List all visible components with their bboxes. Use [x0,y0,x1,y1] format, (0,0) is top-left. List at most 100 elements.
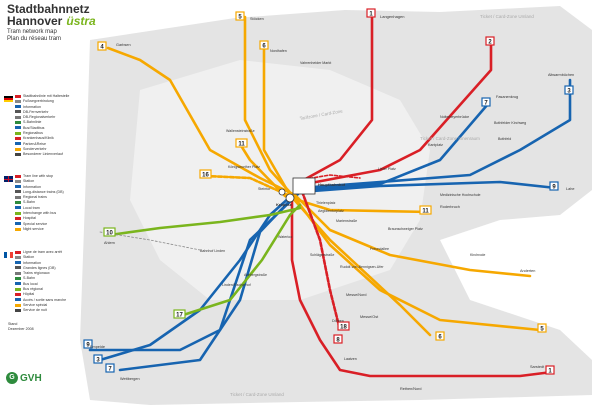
line-badge-17[interactable]: 17 [173,309,186,319]
line-badge-18[interactable]: 18 [337,321,350,331]
legend-label: S-Bahnlinie [23,120,42,125]
route-line-2[interactable] [298,41,493,187]
route-line-9[interactable] [88,180,558,352]
terminal-messe-nord[interactable]: Messe/Nord [346,293,366,297]
route-line-1[interactable] [290,14,554,378]
gvh-logo[interactable]: G GVH [6,372,42,384]
legend-item-en-4: Regional trains [15,195,87,200]
legend-label: S-Bahn [23,276,35,281]
line-badge-9[interactable]: 9 [549,181,559,191]
terminal-wettbergen[interactable]: Wettbergen [120,377,140,381]
label-lister-platz: Lister Platz [378,167,396,171]
legend-item-de-8: Krankenhaus/Klinik [15,136,87,141]
legend-symbol-icon [15,179,21,183]
line-badge-11[interactable]: 11 [419,205,432,215]
terminal-altwarmbuechen[interactable]: Altwarmbüchen [548,73,574,77]
terminal-sarstedt[interactable]: Sarstedt [530,365,545,369]
legend-symbol-icon [15,287,21,291]
line-badge-6[interactable]: 6 [259,40,269,50]
line-badge-7[interactable]: 7 [481,97,491,107]
subtitle-fr: Plan du réseau tram [7,35,62,42]
line-badge-5[interactable]: 5 [235,11,245,21]
line-badge-1[interactable]: 1 [366,8,376,18]
legend-symbol-icon [15,227,21,231]
legend-item-en-3: Long-distance trains (DB) [15,190,87,195]
terminal-stoecken[interactable]: Stöcken [250,17,264,21]
route-line-16[interactable] [204,174,292,198]
legend-label: Parken&Reise [23,141,46,146]
legend-symbol-icon [15,152,21,156]
line-badge-4[interactable]: 4 [97,41,107,51]
terminal-roderbruch[interactable]: Roderbruch [440,205,460,209]
steintor-interchange[interactable] [278,188,286,196]
line-badge-2[interactable]: 2 [485,36,495,46]
legend-item-fr-7: Bus régional [15,287,87,292]
line-badge-3[interactable]: 3 [93,354,103,364]
label-braunschweiger-platz: Braunschweiger Platz [388,227,423,231]
route-line-8[interactable] [298,184,342,332]
legend-symbol-icon [15,298,21,302]
legend-symbol-icon [15,211,21,215]
route-line-10[interactable] [108,206,302,237]
label-nordhafen: Nordhafen [270,49,287,53]
legend-symbol-icon [15,94,21,98]
legend-item-fr-2: Information [15,261,87,266]
map-title-line1: Stadtbahnnetz [7,2,90,16]
legend-symbol-icon [15,277,21,281]
legend-item-fr-9: Accès / sortie sans marche [15,298,87,303]
terminal-empelde[interactable]: Empelde [90,345,105,349]
legend-item-de-6: Bus/Stadtbus [15,126,87,131]
label-bothfelder-kirchweg: Bothfelder Kirchweg [494,121,526,125]
line-badge-11[interactable]: 11 [235,138,248,148]
terminal-messe-ost[interactable]: Messe/Ost [360,315,379,319]
legend-label: Besonderer Linienverlauf [23,152,63,157]
line-badge-8[interactable]: 8 [333,334,343,344]
line-badge-7[interactable]: 7 [105,363,115,373]
line-badge-3[interactable]: 3 [564,85,574,95]
legend-item-de-0: Stadtbahnlinie mit Haltestelle [15,94,87,99]
line-badge-10[interactable]: 10 [103,227,116,237]
legend-symbol-icon [15,131,21,135]
line-badge-frame [481,97,491,107]
kroepcke-interchange[interactable] [285,193,295,203]
legend-symbol-icon [15,266,21,270]
label-kantplatz: Kantplatz [428,143,443,147]
terminal-lahe[interactable]: Lahe [566,187,574,191]
legend-item-en-0: Tram line with stop [15,174,87,179]
label-waterloo: Waterloo [278,235,292,239]
line-badge-frame [337,321,350,331]
terminal-ahlem[interactable]: Ahlem [104,241,115,245]
terminal-rethen[interactable]: Rethen/Nord [400,387,422,391]
legend-symbol-icon [15,115,21,119]
terminal-anderten[interactable]: Anderten [520,269,535,273]
legend-label: Ligne de tram avec arrêt [23,250,62,254]
line-badge-frame [199,169,212,179]
label-noltemeyerbruecke: Noltemeyerbrücke [440,115,469,119]
terminal-fasanenkrug[interactable]: Fasanenkrug [496,95,518,99]
label-vahrenheider-markt: Vahrenheider Markt [300,61,331,65]
legend-item-de-2: Information [15,105,87,110]
route-line-11[interactable] [238,142,432,214]
line-badge-number: 7 [108,366,112,372]
subtitle-en: Tram network map [7,29,57,35]
line-badge-1[interactable]: 1 [545,365,555,375]
hauptbahnhof-interchange[interactable] [292,177,316,195]
line-badge-frame [485,36,495,46]
line-badge-16[interactable]: 16 [199,169,212,179]
terminal-langenhagen[interactable]: Langenhagen [380,14,404,19]
legend-symbol-icon [15,222,21,226]
route-line-17[interactable] [178,203,302,318]
terminal-garbsen[interactable]: Garbsen [116,43,131,47]
stand-date: Stand Dezember 2008 [8,322,34,331]
route-line-6[interactable] [262,44,432,337]
line-badge-6[interactable]: 6 [435,331,445,341]
legend-item-fr-10: Service spécial [15,303,87,308]
line-badge-frame [83,339,93,349]
line-badge-9[interactable]: 9 [83,339,93,349]
legend-symbol-icon [15,105,21,109]
german-flag-icon [4,96,13,102]
line-badge-5[interactable]: 5 [537,323,547,333]
line-badge-number: 6 [262,43,266,49]
